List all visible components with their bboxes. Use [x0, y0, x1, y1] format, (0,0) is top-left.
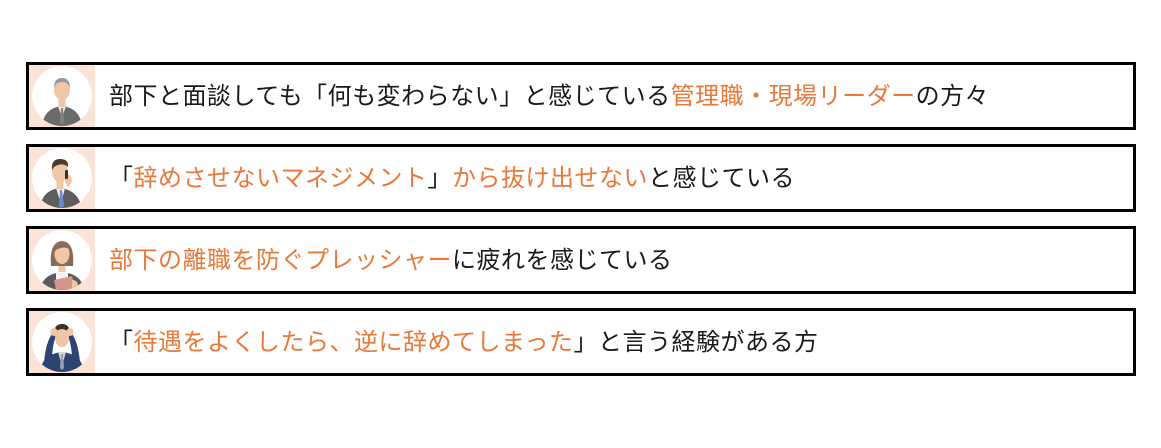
audience-item-2: 「辞めさせないマネジメント」から抜け出せないと感じている: [26, 144, 1136, 212]
businesswoman-avatar-icon: [40, 241, 84, 290]
highlighted-text-segment: から抜け出せない: [452, 164, 648, 192]
highlighted-text-segment: 管理職・現場リーダー: [670, 82, 916, 110]
text-segment: に疲れを感じている: [452, 246, 673, 274]
avatar: [29, 229, 95, 291]
audience-item-text: 部下と面談しても「何も変わらない」と感じている管理職・現場リーダーの方々: [109, 84, 989, 108]
senior-businessman-avatar-icon: [42, 78, 82, 126]
audience-item-text: 部下の離職を防ぐプレッシャーに疲れを感じている: [109, 248, 673, 272]
audience-item-text: 「待遇をよくしたら、逆に辞めてしまった」と言う経験がある方: [109, 330, 819, 354]
stressed-businessman-avatar-icon: [40, 324, 84, 372]
text-segment: の方々: [915, 82, 990, 110]
highlighted-text-segment: 待遇をよくしたら、逆に辞めてしまった: [133, 328, 574, 356]
audience-item-3: 部下の離職を防ぐプレッシャーに疲れを感じている: [26, 226, 1136, 294]
text-segment: 「: [109, 164, 134, 192]
businessman-on-phone-avatar-icon: [40, 159, 82, 208]
text-segment: と感じている: [648, 164, 795, 192]
avatar: [29, 147, 95, 209]
audience-item-1: 部下と面談しても「何も変わらない」と感じている管理職・現場リーダーの方々: [26, 62, 1136, 130]
highlighted-text-segment: 部下の離職を防ぐプレッシャー: [109, 246, 452, 274]
avatar: [29, 65, 95, 127]
avatar: [29, 311, 95, 373]
audience-item-text: 「辞めさせないマネジメント」から抜け出せないと感じている: [109, 166, 795, 190]
audience-item-4: 「待遇をよくしたら、逆に辞めてしまった」と言う経験がある方: [26, 308, 1136, 376]
text-segment: 「: [109, 328, 134, 356]
highlighted-text-segment: 辞めさせないマネジメント: [133, 164, 428, 192]
text-segment: 部下と面談しても「何も変わらない」と感じている: [109, 82, 671, 110]
text-segment: 」: [427, 164, 452, 192]
target-audience-list: 部下と面談しても「何も変わらない」と感じている管理職・現場リーダーの方々 「辞め…: [26, 62, 1136, 390]
text-segment: 」と言う経験がある方: [573, 328, 819, 356]
